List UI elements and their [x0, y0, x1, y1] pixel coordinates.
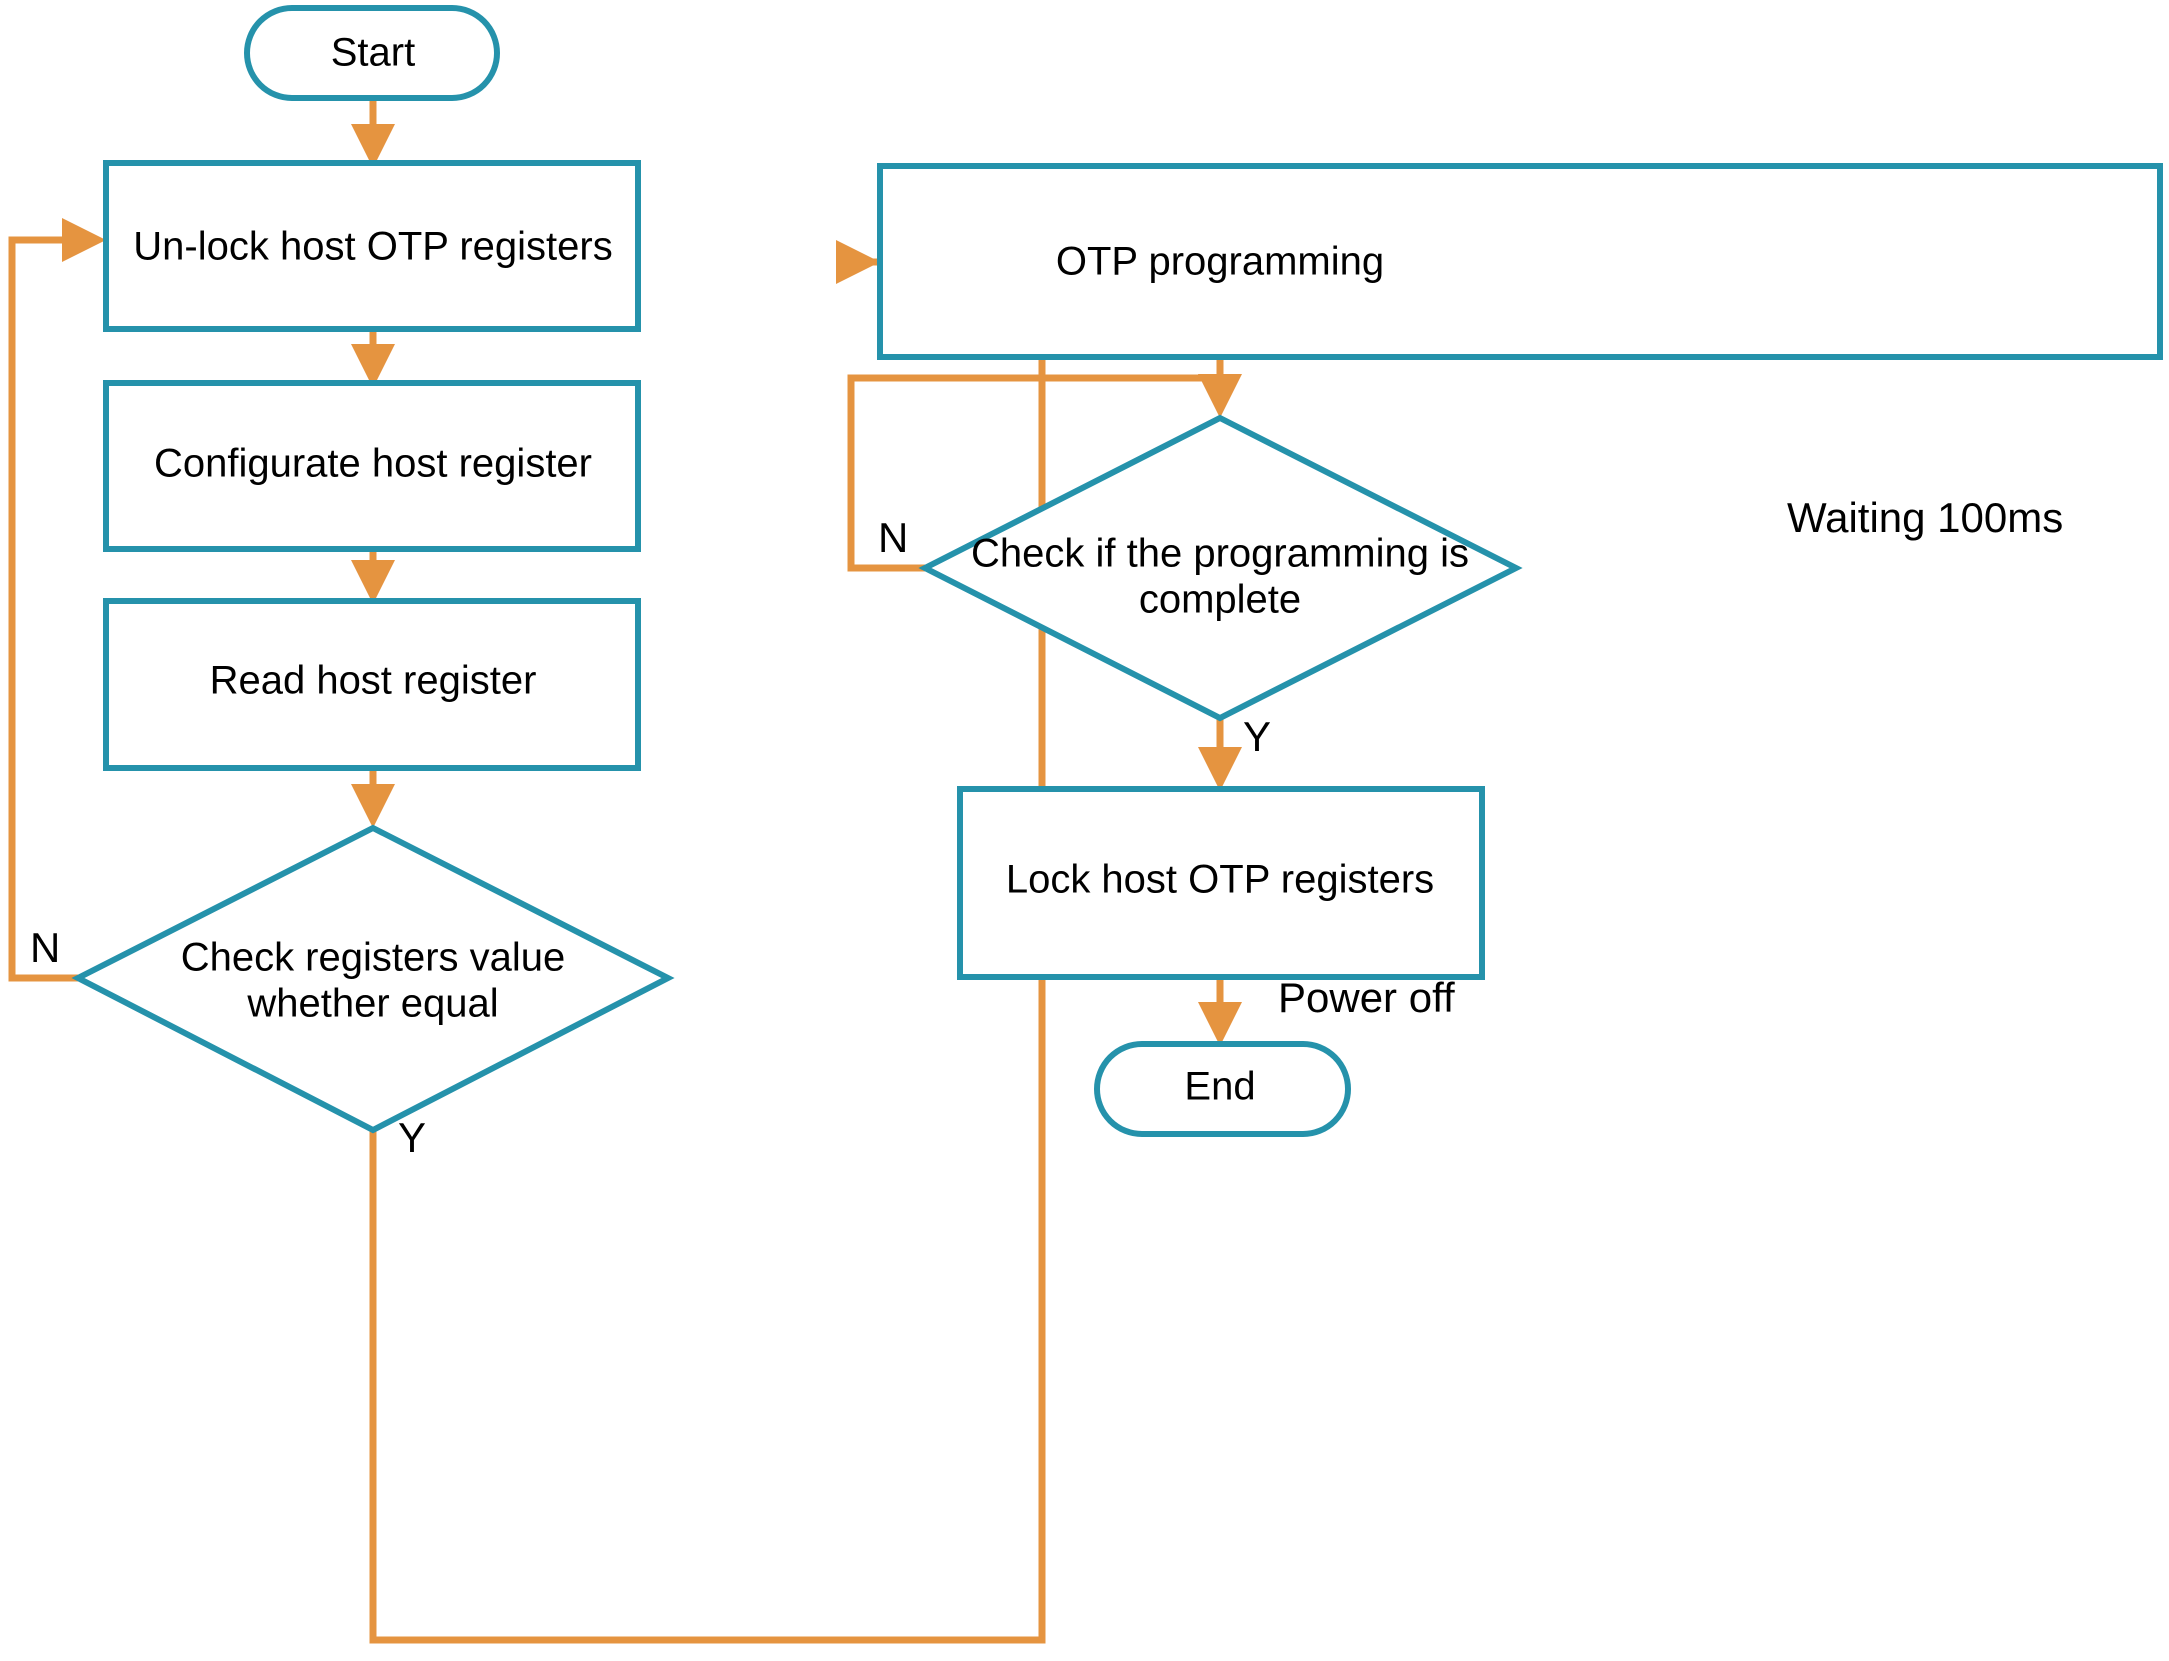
node-otp-programming[interactable]: OTP programming	[877, 163, 2163, 360]
node-end-label: End	[1184, 1065, 1255, 1109]
node-configure-label: Configurate host register	[154, 442, 592, 486]
node-read-label: Read host register	[210, 659, 537, 703]
node-otp-programming-label: OTP programming	[1056, 240, 1384, 284]
connector-read-to-check-equal	[351, 768, 395, 828]
connector-check-complete-yes-to-lock	[1198, 718, 1242, 791]
edge-label-check-equal-no: N	[30, 924, 60, 971]
connector-check-complete-no-loop	[847, 374, 1224, 572]
connector-check-equal-no-loop	[8, 218, 106, 982]
node-check-registers-value[interactable]: Check registers value whether equal	[71, 824, 675, 1134]
edge-label-check-equal-yes: Y	[398, 1114, 426, 1161]
node-start-label: Start	[331, 31, 415, 75]
node-configurate-host-register[interactable]: Configurate host register	[103, 380, 641, 552]
node-lock-host-otp-registers[interactable]: Lock host OTP registers	[957, 786, 1485, 980]
node-unlock-host-otp-registers[interactable]: Un-lock host OTP registers	[103, 160, 641, 332]
node-end[interactable]: End	[1094, 1041, 1351, 1137]
node-check-complete-label-line1: Check if the programming is	[971, 532, 1469, 576]
node-lock-label: Lock host OTP registers	[1006, 858, 1434, 902]
edge-label-waiting-100ms: Waiting 100ms	[1787, 494, 2063, 541]
node-unlock-label: Un-lock host OTP registers	[133, 225, 612, 269]
node-check-complete-label-line2: complete	[1139, 578, 1301, 622]
node-start[interactable]: Start	[244, 5, 500, 101]
edge-label-check-complete-yes: Y	[1243, 713, 1271, 760]
connector-unlock-to-configure	[351, 330, 395, 388]
node-check-equal-label-line1: Check registers value	[181, 936, 566, 980]
node-read-host-register[interactable]: Read host register	[103, 598, 641, 771]
connector-start-to-unlock	[351, 100, 395, 168]
edge-label-check-complete-no: N	[878, 514, 908, 561]
node-check-programming-complete[interactable]: Check if the programming is complete	[918, 414, 1523, 722]
node-check-equal-label-line2: whether equal	[246, 982, 498, 1026]
connector-configure-to-read	[351, 548, 395, 604]
edge-label-power-off: Power off	[1278, 974, 1455, 1021]
connector-lock-to-end	[1198, 977, 1242, 1046]
